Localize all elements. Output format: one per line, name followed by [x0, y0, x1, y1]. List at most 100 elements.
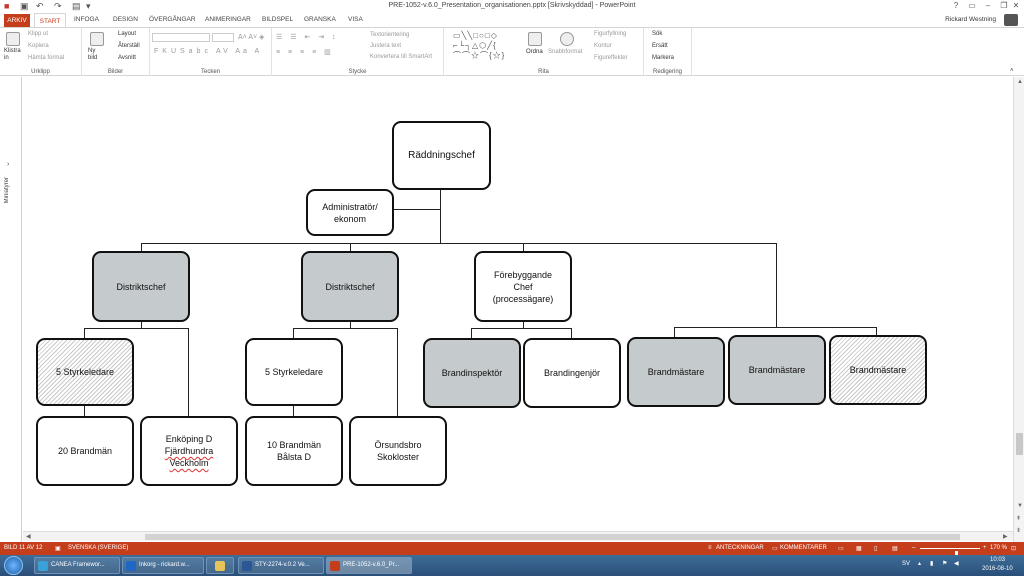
new-slide-icon[interactable]	[90, 32, 104, 46]
thumbnails-label[interactable]: Miniatyrer	[4, 177, 10, 204]
zoom-level[interactable]: 170 %	[990, 545, 1008, 551]
squad-leaders-box-1[interactable]: 5 Styrkeledare	[36, 338, 134, 406]
layout-button[interactable]: Layout	[118, 31, 137, 37]
cut-button[interactable]: Klipp ut	[28, 31, 49, 37]
tab-animations[interactable]: ANIMERINGAR	[205, 16, 251, 23]
save-icon[interactable]: ▣	[20, 1, 29, 11]
notes-button[interactable]: ANTECKNINGAR	[716, 545, 764, 551]
horizontal-scroll-thumb[interactable]	[145, 534, 960, 540]
arrange-icon[interactable]	[528, 32, 542, 46]
zoom-slider-thumb[interactable]	[955, 551, 958, 558]
proofing-icon[interactable]: ▣	[55, 546, 61, 552]
taskbar-item-outlook[interactable]: Inkorg - rickard.w...	[122, 557, 204, 574]
select-button[interactable]: Markera	[652, 55, 675, 61]
previous-slide-icon[interactable]: ⇞	[1016, 516, 1022, 522]
reading-view-icon[interactable]: ▯	[874, 546, 878, 552]
tab-slideshow[interactable]: BILDSPEL	[262, 16, 294, 23]
tab-transitions[interactable]: ÖVERGÅNGAR	[149, 16, 196, 23]
text-direction-button[interactable]: Textorientering	[370, 32, 410, 38]
fire-inspector-box[interactable]: Brandinspektör	[423, 338, 521, 408]
ribbon-display-options-icon[interactable]: ▭	[968, 1, 976, 10]
arrange-button[interactable]: Ordna	[526, 49, 543, 55]
vertical-scroll-thumb[interactable]	[1016, 433, 1023, 455]
volume-icon[interactable]: ◀	[954, 561, 959, 567]
quick-styles-button[interactable]: Snabbformat	[548, 49, 583, 55]
align-text-button[interactable]: Justera text	[370, 43, 402, 49]
shape-fill-button[interactable]: Figurfyllning	[594, 31, 627, 37]
fire-master-box-3[interactable]: Brandmästare	[829, 335, 927, 405]
taskbar-item-explorer[interactable]	[206, 557, 234, 574]
font-size-select[interactable]	[212, 33, 234, 42]
minimize-icon[interactable]: –	[985, 1, 991, 10]
tab-file[interactable]: ARKIV	[4, 14, 30, 27]
windows-start-icon[interactable]	[4, 556, 23, 575]
copy-button[interactable]: Kopiera	[28, 43, 49, 49]
font-color-buttons-icon[interactable]: AV Aa A	[216, 48, 263, 55]
show-hidden-icons-icon[interactable]: ▴	[918, 561, 922, 567]
normal-view-icon[interactable]: ▭	[838, 546, 844, 552]
user-name[interactable]: Rickard Westning	[945, 16, 996, 23]
expand-pane-icon[interactable]: ›	[7, 161, 10, 168]
customize-toolbar-icon[interactable]: ▾	[86, 1, 91, 11]
quick-styles-icon[interactable]	[560, 32, 574, 46]
font-family-select[interactable]	[152, 33, 210, 42]
vertical-scrollbar[interactable]: ▲ ▼ ⇞ ⇟	[1013, 77, 1024, 542]
convert-smartart-button[interactable]: Konvertera till SmartArt	[370, 54, 433, 60]
firemen-box-1[interactable]: 20 Brandmän	[36, 416, 134, 486]
district-chief-box-1[interactable]: Distriktschef	[92, 251, 190, 322]
slide-sorter-icon[interactable]: ▦	[856, 546, 862, 552]
zoom-in-icon[interactable]: +	[983, 545, 987, 551]
zoom-out-icon[interactable]: –	[912, 545, 916, 551]
input-language[interactable]: SV	[902, 561, 911, 567]
fit-slide-icon[interactable]: ⊡	[1011, 546, 1017, 552]
undo-icon[interactable]: ↶	[36, 1, 44, 11]
action-center-icon[interactable]: ⚑	[942, 561, 948, 567]
align-buttons-icon[interactable]: ≡ ≡ ≡ ≡ ▥	[276, 49, 334, 56]
zoom-slider[interactable]	[920, 548, 980, 558]
slideshow-view-icon[interactable]: ▤	[892, 546, 898, 552]
stations-box-2[interactable]: Örsundsbro Skokloster	[349, 416, 447, 486]
tab-design[interactable]: DESIGN	[113, 16, 138, 23]
clock-date[interactable]: 2016-08-10	[982, 566, 1013, 572]
fire-engineer-box[interactable]: Brandingenjör	[523, 338, 621, 408]
scroll-down-icon[interactable]: ▼	[1017, 503, 1023, 509]
slide-canvas[interactable]: Räddningschef Administratör/ ekonom Dist…	[23, 77, 1013, 532]
avatar[interactable]	[1004, 14, 1018, 26]
language-indicator[interactable]: SVENSKA (SVERIGE)	[68, 545, 129, 551]
taskbar-item-canea[interactable]: CANEA Framewor...	[34, 557, 120, 574]
admin-box[interactable]: Administratör/ ekonom	[306, 189, 394, 236]
section-button[interactable]: Avsnitt	[118, 55, 136, 61]
clock-time[interactable]: 10:03	[990, 557, 1006, 563]
taskbar-item-powerpoint[interactable]: PRE-1052-v.6.0_Pr...	[326, 557, 412, 574]
shape-outline-button[interactable]: Kontur	[594, 43, 612, 49]
redo-icon[interactable]: ↷	[54, 1, 62, 11]
restore-icon[interactable]: ❐	[1000, 1, 1008, 10]
start-from-beginning-icon[interactable]: ▤	[72, 1, 81, 11]
next-slide-icon[interactable]: ⇟	[1016, 528, 1022, 534]
tab-insert[interactable]: INFOGA	[74, 16, 99, 23]
prevention-chief-box[interactable]: Förebyggande Chef (processägare)	[474, 251, 572, 322]
paste-button[interactable]: Klistra in	[4, 48, 21, 61]
tab-review[interactable]: GRANSKA	[304, 16, 336, 23]
scroll-up-icon[interactable]: ▲	[1017, 79, 1023, 85]
fire-master-box-1[interactable]: Brandmästare	[627, 337, 725, 407]
shapes-gallery-icon[interactable]: ▭╲╲□○□◇⌐└┐△⬡╱{⌒⌒☆⌒{☆}	[453, 31, 506, 60]
font-style-buttons-icon[interactable]: FKUSabc	[154, 48, 212, 55]
chief-box[interactable]: Räddningschef	[392, 121, 491, 190]
stations-box-1[interactable]: Enköping D Fjärdhundra Veckholm	[140, 416, 238, 486]
scroll-right-icon[interactable]: ▶	[1003, 534, 1008, 540]
fire-master-box-2[interactable]: Brandmästare	[728, 335, 826, 405]
close-icon[interactable]: ✕	[1012, 1, 1020, 10]
new-slide-button[interactable]: Ny bild	[88, 48, 98, 61]
tab-start[interactable]: START	[34, 13, 66, 28]
list-buttons-icon[interactable]: ☰ ☰ ⇤ ⇥ ↕	[276, 34, 339, 41]
horizontal-scrollbar[interactable]: ◀ ▶	[23, 531, 1013, 541]
tab-view[interactable]: VISA	[348, 16, 363, 23]
format-painter-button[interactable]: Hämta format	[28, 55, 65, 61]
font-size-buttons-icon[interactable]: A˄ A˅ ◈	[238, 34, 265, 41]
taskbar-item-word[interactable]: STY-2274-v.0.2 Ve...	[238, 557, 324, 574]
scroll-left-icon[interactable]: ◀	[26, 534, 31, 540]
paste-icon[interactable]	[6, 32, 20, 46]
district-chief-box-2[interactable]: Distriktschef	[301, 251, 399, 322]
collapse-ribbon-icon[interactable]: ˄	[1010, 68, 1014, 74]
